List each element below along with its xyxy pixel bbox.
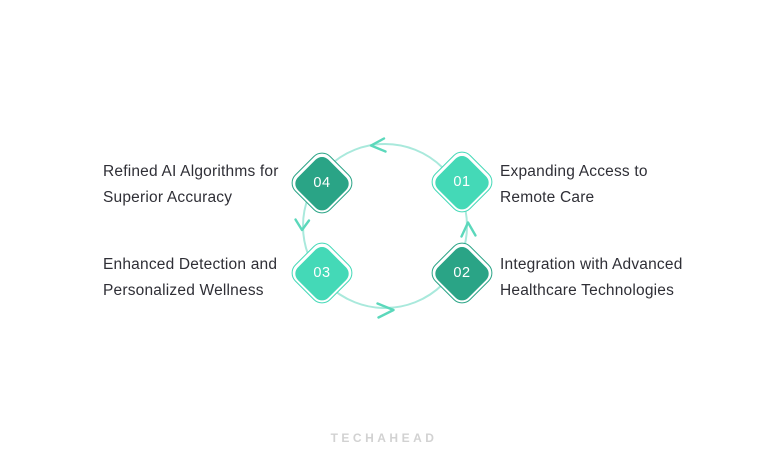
step-04-label: Refined AI Algorithms for Superior Accur… bbox=[103, 159, 279, 211]
step-04-label-line2: Superior Accuracy bbox=[103, 189, 233, 206]
step-01-number: 01 bbox=[453, 174, 471, 190]
techahead-logo: TECHAHEAD bbox=[330, 431, 438, 445]
step-04-label-line1: Refined AI Algorithms for bbox=[103, 163, 279, 180]
arrow-down-icon bbox=[294, 218, 311, 232]
step-02-number: 02 bbox=[453, 265, 471, 281]
step-01-label-line2: Remote Care bbox=[500, 189, 595, 206]
step-03-label-line2: Personalized Wellness bbox=[103, 282, 264, 299]
step-02-label: Integration with Advanced Healthcare Tec… bbox=[500, 252, 683, 304]
step-02-label-line1: Integration with Advanced bbox=[500, 256, 683, 273]
step-02-label-line2: Healthcare Technologies bbox=[500, 282, 675, 299]
step-01-label: Expanding Access to Remote Care bbox=[500, 159, 648, 211]
step-03-label: Enhanced Detection and Personalized Well… bbox=[103, 252, 277, 304]
arrow-left-icon bbox=[369, 137, 387, 153]
step-03-number: 03 bbox=[313, 265, 331, 281]
arrow-right-icon bbox=[376, 302, 395, 319]
step-03-label-line1: Enhanced Detection and bbox=[103, 256, 278, 273]
step-04-number: 04 bbox=[313, 175, 331, 191]
arrow-up-icon bbox=[460, 221, 477, 238]
step-01-label-line1: Expanding Access to bbox=[500, 163, 648, 180]
